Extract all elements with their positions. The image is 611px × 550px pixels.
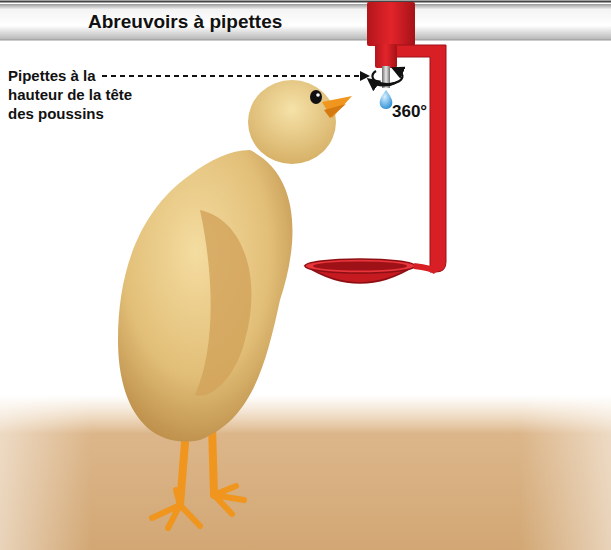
- pipe-edge: [0, 40, 611, 41]
- water-pipe: [0, 4, 611, 40]
- pipe-clamp: [367, 2, 415, 46]
- cup-arm: [414, 266, 436, 272]
- rotation-arrow: [372, 70, 402, 84]
- heading: Abreuvoirs à pipettes: [88, 11, 282, 33]
- cup-bracket: [380, 45, 446, 272]
- pipe-top-line: [0, 1, 611, 3]
- drip-cup-rim: [305, 259, 415, 273]
- ground-fade: [0, 395, 611, 550]
- rotation-arrow: [372, 82, 395, 85]
- chick: [118, 80, 352, 528]
- drip-cup-inside: [313, 262, 407, 271]
- nipple-body: [375, 44, 397, 68]
- leader-line: [102, 75, 362, 77]
- ground: [0, 395, 611, 550]
- water-drop: [380, 90, 393, 109]
- callout-note: Pipettes à la hauteur de la tête des pou…: [8, 66, 136, 123]
- rotation-label: 360°: [392, 102, 427, 122]
- leader-arrowhead: [360, 71, 370, 81]
